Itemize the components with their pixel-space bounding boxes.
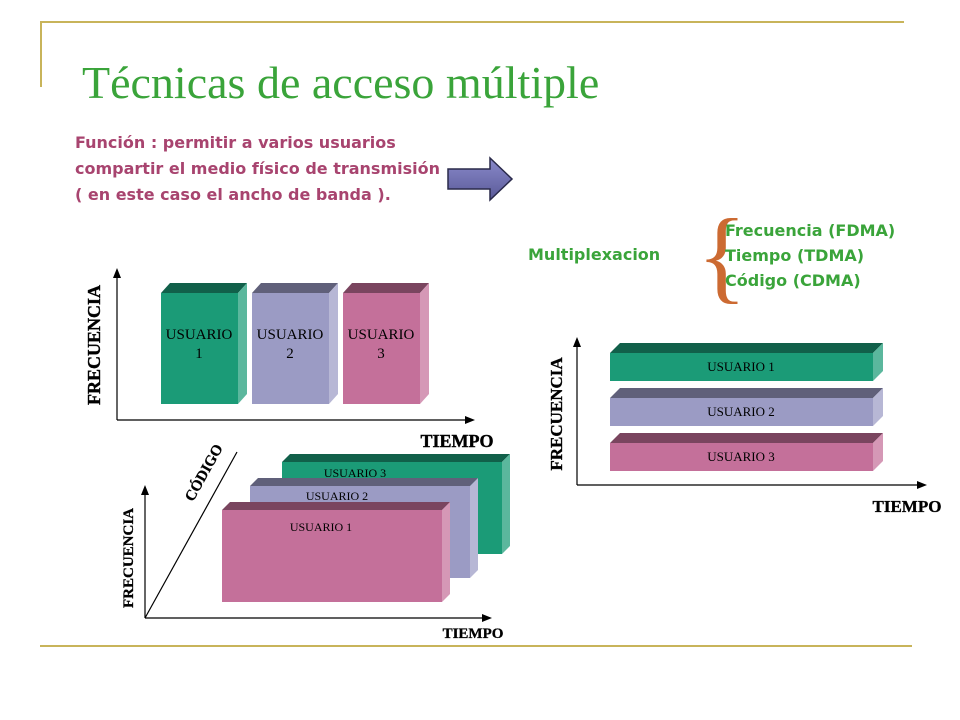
tdma-y-arrowhead [113,268,121,278]
tdma-diagram: FRECUENCIA TIEMPO USUARIO1USUARIO2USUARI… [84,268,494,451]
cdma-layers: USUARIO 3 USUARIO 2 USUARIO 1 [222,454,510,602]
cdma-diagram: FRECUENCIA TIEMPO CÓDIGO USUARIO 3USUARI… [121,441,510,640]
tdma-block-number: 2 [286,346,294,362]
cdma-layer [222,502,450,602]
fdma-band-label: USUARIO 1 [707,359,775,374]
multiplexing-item-tdma: Tiempo (TDMA) [725,246,865,265]
fdma-bands: USUARIO 1 USUARIO 2 USUARIO 3 [610,343,883,471]
fdma-y-axis-label: FRECUENCIA [547,357,566,471]
cdma-z-axis-label: CÓDIGO [181,441,226,504]
tdma-block-number: 1 [195,346,203,362]
cdma-y-arrowhead [141,485,149,495]
tdma-blocks: USUARIO 1 USUARIO 2 USUARIO 3 [161,283,429,404]
tdma-y-axis-label: FRECUENCIA [84,285,104,405]
fdma-band [610,388,883,426]
left-rule [40,21,42,87]
cdma-y-axis-label: FRECUENCIA [121,508,137,608]
cdma-layer-label: USUARIO 3 [324,466,386,480]
cdma-x-axis-label: TIEMPO [443,626,504,640]
fdma-band-label: USUARIO 3 [707,449,775,464]
tdma-block-number: 3 [377,346,385,362]
top-rule [40,21,904,23]
tdma-x-axis-label: TIEMPO [420,431,493,451]
slide-title: Técnicas de acceso múltiple [82,57,600,108]
bottom-rule [40,645,912,647]
multiplexing-item-fdma: Frecuencia (FDMA) [725,221,896,240]
multiplexing-item-cdma: Código (CDMA) [725,271,861,290]
tdma-x-arrowhead [465,416,475,424]
curly-brace-icon: { [697,198,747,313]
description-text: Función : permitir a varios usuarios com… [75,133,440,204]
cdma-x-arrowhead [482,614,492,622]
right-arrow-icon [447,156,514,202]
cdma-layer-label: USUARIO 1 [290,520,352,534]
fdma-band [610,343,883,381]
multiplexing-label: Multiplexacion [528,245,661,264]
tdma-block [252,283,338,404]
fdma-y-arrowhead [573,337,581,347]
fdma-x-arrowhead [917,481,927,489]
fdma-band-label: USUARIO 2 [707,404,775,419]
tdma-block-label: USUARIO [257,327,324,343]
tdma-block [161,283,247,404]
multiplexing-list: Frecuencia (FDMA) Tiempo (TDMA) Código (… [725,218,895,293]
tdma-block [343,283,429,404]
tdma-block-label: USUARIO [348,327,415,343]
tdma-block-label: USUARIO [166,327,233,343]
cdma-layer-label: USUARIO 2 [306,489,368,503]
cdma-z-axis [144,451,238,619]
fdma-x-axis-label: TIEMPO [873,497,942,516]
fdma-band [610,433,883,471]
